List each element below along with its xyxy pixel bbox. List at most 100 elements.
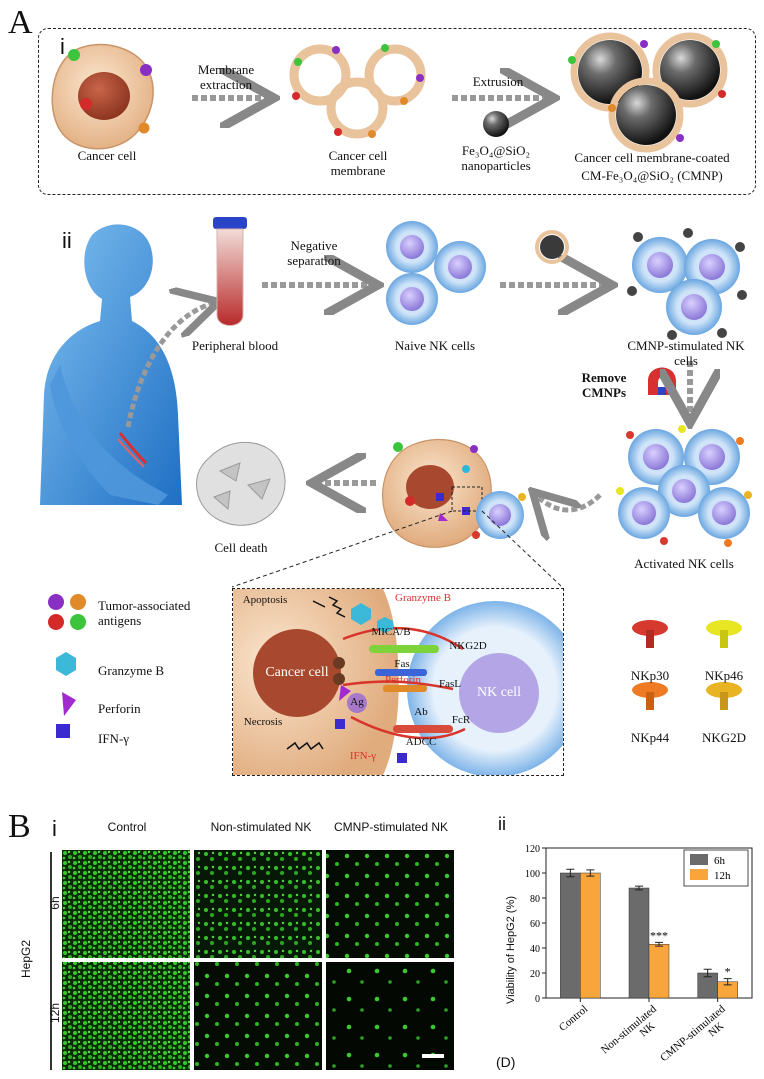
panel-a-i-box	[38, 28, 756, 195]
label-activated-nk: Activated NK cells	[634, 556, 734, 571]
perforin-icon	[62, 692, 76, 716]
legend-perforin: Perforin	[98, 701, 141, 716]
label-negative-separation: Negative separation	[287, 238, 341, 268]
label-naive-nk: Naive NK cells	[394, 338, 476, 353]
ifn-icon	[56, 724, 70, 738]
x-tick-label: Control	[557, 1003, 590, 1034]
row-group-bracket	[50, 852, 52, 1070]
receptor-icons	[632, 620, 742, 710]
nkp46-icon	[706, 620, 742, 648]
antigen-orange	[138, 122, 150, 134]
legend-granzyme-b: Granzyme B	[98, 663, 165, 678]
inset-fasl: FasL	[439, 678, 461, 690]
legend-icons	[48, 594, 86, 738]
mechanism-inset: Apoptosis Granzyme B MICA/B NKG2D Cancer…	[232, 588, 564, 776]
label-nanoparticles: Fe₃O₄@SiO₂ nanoparticles	[461, 143, 531, 173]
arrow-nk-to-cancer	[536, 495, 602, 510]
y-tick-label: 60	[530, 919, 540, 930]
cmnp-stimulated-nk-cells	[627, 228, 747, 340]
chart-ylabel: Viability of HepG2 (%)	[505, 896, 517, 1005]
micrograph-control-12h	[62, 962, 190, 1070]
micrograph-cmnp-12h	[326, 962, 454, 1070]
inset-necrosis: Necrosis	[243, 716, 283, 728]
nkg2d-icon	[706, 682, 742, 710]
panel-a-letter: A	[8, 4, 33, 41]
antigen-purple	[140, 64, 152, 76]
cmnp-particles	[568, 32, 728, 153]
panel-a-ii-label: ii	[62, 228, 72, 253]
panel-a-ii-illustration	[40, 217, 752, 588]
label-cell-death: Cell death	[214, 540, 268, 555]
inset-perforin: Perforin	[384, 674, 422, 686]
panel-a-i-illustration	[51, 32, 728, 153]
legend-label: 6h	[714, 855, 726, 867]
label-cancer-cell-membrane: Cancer cell membrane	[328, 148, 388, 178]
granzyme-b-icon	[56, 652, 76, 676]
blood-tube	[213, 217, 247, 326]
nkp44-icon	[632, 682, 668, 710]
significance-mark: ***	[650, 928, 668, 942]
label-remove-cmnps: Remove CMNPs	[581, 370, 627, 400]
inset-ifn: IFN-γ	[349, 750, 377, 762]
receptor-nkg2d: NKG2D	[701, 730, 747, 745]
human-figure	[40, 224, 182, 505]
bar-6h-0	[560, 872, 581, 999]
significance-mark: *	[725, 965, 731, 979]
y-tick-label: 100	[525, 869, 540, 880]
row-label-12h: 12h	[48, 1002, 62, 1024]
micrograph-nonstim-6h	[194, 850, 322, 958]
receptor-nkp30: NKp30	[630, 668, 670, 683]
cancer-cell-nucleus	[78, 72, 130, 120]
inset-ag: Ag	[350, 696, 364, 708]
y-tick-label: 40	[530, 944, 540, 955]
micrograph-grid	[62, 850, 454, 1070]
y-tick-label: 20	[530, 969, 540, 980]
panel-b-ii-label: ii	[498, 814, 506, 834]
inset-nkg2d: NKG2D	[449, 640, 487, 652]
activated-nk-cells	[616, 425, 752, 547]
cancer-cell-attacked	[382, 438, 526, 548]
col-header-non-stimulated: Non-stimulated NK	[210, 820, 312, 834]
receptor-nkp44: NKp44	[630, 730, 670, 745]
micrograph-control-6h	[62, 850, 190, 958]
inset-apoptosis: Apoptosis	[242, 594, 288, 606]
y-tick-label: 80	[530, 894, 540, 905]
panel-b-i-label: i	[52, 816, 57, 841]
bar-12h-1	[648, 944, 670, 999]
bar-6h-1	[628, 887, 650, 999]
nkp30-icon	[632, 620, 668, 648]
micrograph-nonstim-12h	[194, 962, 322, 1070]
receptor-nkp46: NKp46	[704, 668, 744, 683]
col-header-control: Control	[107, 820, 147, 834]
panel-b-letter: B	[8, 808, 31, 845]
bar-12h-0	[580, 872, 601, 999]
inset-cancer-cell: Cancer cell	[265, 665, 329, 680]
panel-a-i-label: i	[60, 34, 65, 59]
inset-mica-b: MICA/B	[371, 626, 411, 638]
inset-nk-cell: NK cell	[477, 685, 521, 700]
label-cmnp-line2: CM-Fe₃O₄@SiO₂ (CMNP)	[581, 168, 723, 183]
label-peripheral-blood: Peripheral blood	[191, 338, 279, 353]
label-cancer-cell: Cancer cell	[77, 148, 137, 163]
label-extrusion: Extrusion	[472, 74, 524, 89]
scale-bar	[422, 1054, 444, 1058]
inset-ab: Ab	[414, 706, 428, 718]
label-cmnp-stimulated-nk: CMNP-stimulated NK cells	[627, 338, 745, 368]
label-cmnp-line1: Cancer cell membrane-coated	[574, 150, 730, 165]
legend-swatch	[690, 854, 708, 865]
panel-b-footer-label: (D)	[496, 1054, 516, 1070]
x-tick-label: Non-stimulatedNK	[599, 1003, 667, 1066]
label-membrane-extraction: Membrane extraction	[197, 62, 255, 92]
naive-nk-cells	[386, 221, 486, 325]
inset-fas: Fas	[394, 658, 410, 670]
row-label-6h: 6h	[48, 896, 62, 910]
cell-death-debris	[196, 442, 286, 526]
micrograph-cmnp-6h	[326, 850, 454, 958]
col-header-cmnp-stimulated: CMNP-stimulated NK	[333, 820, 449, 834]
legend-tumor-antigens: Tumor-associated antigens	[98, 598, 191, 628]
arrow-blood-draw	[125, 303, 214, 428]
y-tick-label: 0	[535, 994, 540, 1005]
antigen-green	[68, 49, 80, 61]
inset-adcc: ADCC	[405, 736, 437, 748]
antigen-red	[80, 98, 92, 110]
